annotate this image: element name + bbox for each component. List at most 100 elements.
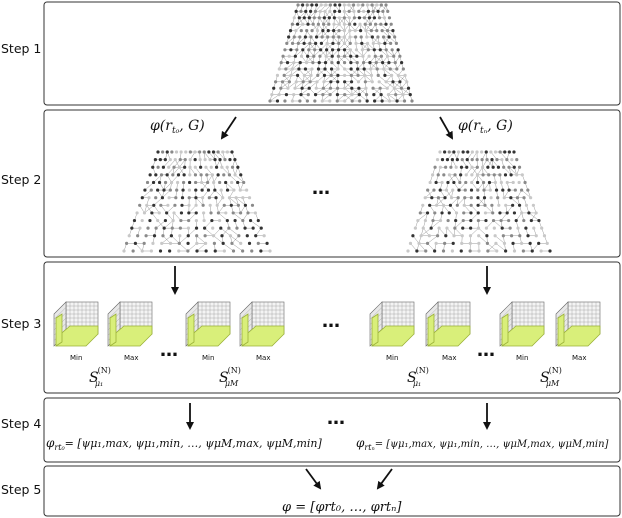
graph-node	[476, 218, 480, 223]
graph-node	[524, 226, 528, 230]
graph-edge	[173, 212, 182, 221]
graph-node	[357, 9, 361, 13]
graph-node	[518, 234, 522, 238]
graph-node	[365, 3, 370, 7]
graph-node	[502, 165, 506, 169]
graph-node	[175, 188, 179, 192]
graph-node	[367, 54, 371, 58]
graph-node	[388, 67, 392, 71]
graph-node	[299, 29, 303, 33]
graph-edge	[447, 151, 455, 160]
graph-edge	[450, 205, 457, 214]
graph-node	[442, 173, 446, 177]
graph-node	[453, 173, 457, 177]
graph-node	[484, 218, 488, 223]
graph-node	[461, 226, 465, 230]
arrow-phi-left	[220, 116, 237, 140]
graph-node	[243, 203, 248, 207]
graph-node	[545, 241, 549, 245]
graph-node	[251, 226, 255, 230]
graph-node	[362, 9, 366, 13]
graph-node	[349, 67, 353, 71]
graph-node	[504, 203, 508, 207]
cube-label: Max	[256, 354, 270, 362]
graph-node	[509, 234, 514, 238]
graph-node	[156, 150, 160, 154]
graph-node	[475, 158, 479, 162]
graph-node	[138, 203, 142, 207]
graph-node	[227, 226, 231, 230]
graph-node	[287, 35, 291, 39]
graph-node	[520, 173, 524, 177]
graph-node	[356, 80, 361, 84]
graph-node	[494, 241, 498, 245]
graph-node	[317, 16, 321, 20]
graph-node	[539, 249, 543, 253]
graph-node	[322, 73, 327, 77]
graph-node	[373, 54, 377, 58]
graph-node	[314, 3, 319, 7]
graph-node	[337, 35, 341, 39]
graph-node	[501, 234, 505, 238]
graph-node	[515, 173, 519, 177]
step3-ellipsis-right: …	[477, 340, 495, 361]
graph-node	[296, 73, 300, 77]
graph-node	[377, 41, 381, 46]
graph-edge	[282, 75, 292, 82]
graph-node	[373, 99, 377, 103]
graph-node	[313, 93, 318, 97]
feature-cube: Max	[555, 301, 601, 362]
graph-node	[524, 203, 529, 207]
graph-edge	[234, 174, 244, 183]
graph-node	[327, 22, 331, 26]
step-3-label: Step 3	[1, 316, 41, 331]
graph-node	[350, 86, 354, 90]
graph-edge	[250, 220, 262, 229]
graph-node	[367, 16, 372, 20]
graph-node	[377, 16, 382, 20]
graph-node	[204, 165, 208, 169]
step-1-panel	[43, 1, 621, 106]
graph-node	[393, 35, 397, 39]
graph-node	[245, 188, 249, 192]
graph-node	[290, 67, 294, 71]
graph-edge	[204, 227, 214, 236]
graph-node	[343, 93, 347, 97]
graph-node	[515, 158, 519, 162]
graph-node	[201, 203, 205, 207]
graph-node	[429, 226, 433, 230]
arrow-step5-right	[376, 468, 393, 490]
graph-node	[304, 9, 308, 13]
graph-node	[430, 196, 434, 200]
graph-edge	[337, 94, 345, 102]
graph-node	[395, 67, 399, 71]
graph-node	[265, 241, 269, 245]
graph-node	[462, 203, 466, 207]
graph-node	[187, 188, 192, 192]
graph-edge	[446, 227, 455, 236]
graph-node	[464, 180, 468, 185]
graph-node	[386, 93, 391, 97]
graph-node	[148, 173, 152, 177]
graph-node	[363, 80, 367, 84]
graph-node	[496, 196, 500, 200]
graph-node	[220, 234, 224, 238]
graph-node	[517, 203, 522, 207]
graph-node	[275, 99, 280, 103]
graph-node	[145, 180, 150, 185]
graph-node	[311, 22, 315, 26]
graph-edge	[144, 205, 154, 214]
graph-node	[188, 150, 192, 154]
graph-node	[492, 173, 496, 177]
graph-node	[379, 3, 383, 7]
graph-node	[193, 158, 197, 162]
graph-node	[284, 93, 289, 97]
graph-node	[131, 249, 135, 253]
graph-node	[444, 234, 448, 238]
graph-node	[167, 196, 171, 200]
graph-node	[436, 173, 440, 177]
graph-node	[459, 165, 464, 169]
graph-node	[200, 188, 204, 192]
graph-node	[426, 188, 430, 192]
